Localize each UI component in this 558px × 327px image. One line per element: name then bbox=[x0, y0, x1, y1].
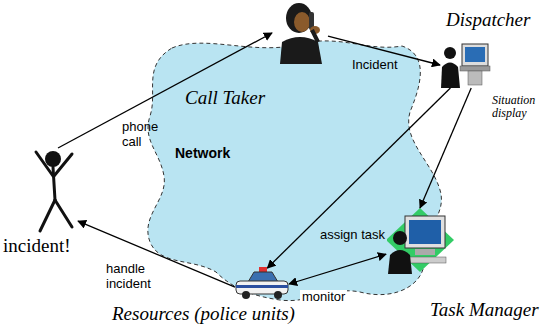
node-label: Task Manager bbox=[430, 300, 539, 321]
task-manager-node: Task Manager bbox=[386, 208, 454, 274]
edge-label: Incident bbox=[350, 58, 400, 73]
resources-node: Resources (police units) bbox=[235, 268, 289, 300]
dispatcher-node: DispatcherSituation display bbox=[440, 42, 492, 88]
connector-arrow bbox=[267, 88, 450, 268]
edge-label: phone call bbox=[120, 120, 166, 150]
stick-figure bbox=[36, 151, 72, 231]
node-label: Resources (police units) bbox=[112, 304, 295, 325]
edge-label: handle incident bbox=[104, 262, 162, 292]
call-taker-node: Call Taker bbox=[272, 2, 328, 64]
edge-label: assign task bbox=[318, 228, 387, 243]
connector-arrow bbox=[420, 88, 471, 208]
connector-arrow bbox=[58, 33, 272, 148]
node-label: incident! bbox=[3, 236, 71, 257]
police-car-icon bbox=[236, 267, 288, 299]
region-label: Network bbox=[175, 146, 230, 161]
call-taker-icon bbox=[280, 3, 322, 64]
screen-caption: Situation display bbox=[492, 94, 550, 120]
dispatcher-icon bbox=[441, 44, 490, 88]
connector-arrow bbox=[289, 254, 386, 284]
cloud-shape bbox=[148, 41, 442, 301]
task-manager-icon bbox=[386, 208, 454, 274]
edge-label: monitor bbox=[300, 290, 347, 305]
node-label: Call Taker bbox=[185, 88, 265, 109]
incident-node: incident! bbox=[28, 148, 78, 234]
node-label: Dispatcher bbox=[446, 10, 530, 31]
